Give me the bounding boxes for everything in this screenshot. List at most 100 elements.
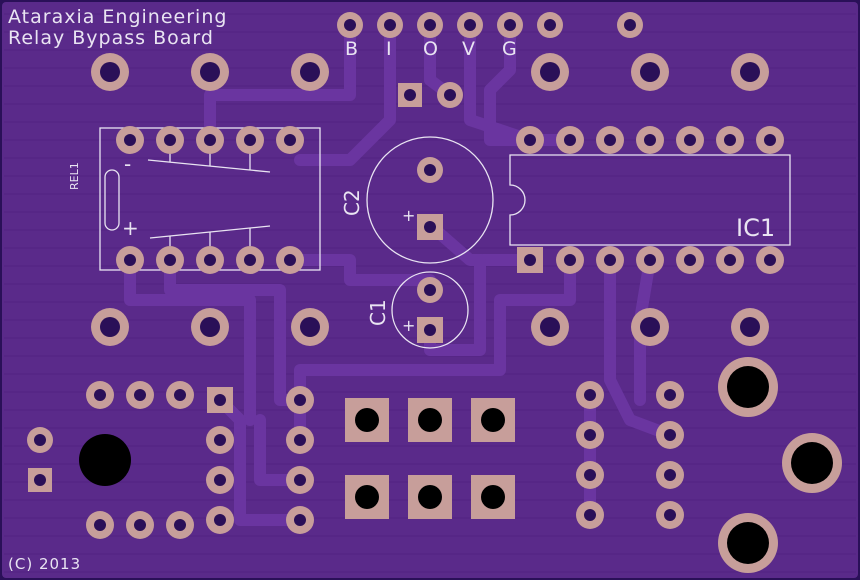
switch-pad-2-hole: [214, 434, 226, 446]
footswitch-pad-1-hole: [355, 408, 379, 432]
footswitch-pad-2-hole: [418, 408, 442, 432]
jack-pin-pad-4-hole: [294, 514, 306, 526]
ic1-pad-bottom-7-hole: [764, 254, 776, 266]
right-pad-b-4-hole: [664, 509, 676, 521]
jack-pad-top-1-hole: [100, 62, 120, 82]
header-pad-1-hole: [344, 19, 356, 31]
power-jack-pad-1-hole: [727, 366, 769, 408]
ic1-pad-bottom-5-hole: [684, 254, 696, 266]
relay-pad-bottom-2-hole: [164, 254, 176, 266]
relay-plus-label: +: [122, 216, 139, 240]
power-jack-pad-3-hole: [727, 522, 769, 564]
relay-pad-bottom-1-hole: [124, 254, 136, 266]
footswitch-pad-3-hole: [481, 408, 505, 432]
ic1-outline: [509, 154, 791, 246]
relay-minus-label: -: [124, 152, 132, 176]
footswitch-pad-4-hole: [355, 485, 379, 509]
ic1-pad-1-hole: [524, 254, 536, 266]
relay-pad-top-4-hole: [244, 134, 256, 146]
header-pin-label-i: I: [386, 38, 392, 60]
copyright-label: (C) 2013: [8, 555, 82, 573]
relay-pad-top-1-hole: [124, 134, 136, 146]
jack-pad-top-6-hole: [740, 62, 760, 82]
relay-pad-bottom-5-hole: [284, 254, 296, 266]
jack-pad-mid-1-hole: [100, 317, 120, 337]
c1-pad-positive-hole: [424, 324, 436, 336]
right-pad-a-3-hole: [584, 469, 596, 481]
ic1-pad-bottom-6-hole: [724, 254, 736, 266]
header-pad-6-hole: [544, 19, 556, 31]
jack-pad-top-4-hole: [540, 62, 560, 82]
relay-pad-top-5-hole: [284, 134, 296, 146]
mounting-hole: [79, 434, 131, 486]
ic1-pad-top-6-hole: [724, 134, 736, 146]
switch-pad-4-hole: [214, 514, 226, 526]
right-pad-a-4-hole: [584, 509, 596, 521]
right-pad-a-1-hole: [584, 389, 596, 401]
board-title-line1: Ataraxia Engineering: [8, 6, 228, 28]
relay-pad-top-3-hole: [204, 134, 216, 146]
board-title-line2: Relay Bypass Board: [8, 27, 214, 49]
ic1-pad-bottom-3-hole: [604, 254, 616, 266]
power-jack-pad-2-hole: [791, 442, 833, 484]
jack-pad-top-5-hole: [640, 62, 660, 82]
c2-pad-negative-hole: [424, 164, 436, 176]
jack-pin-pad-2-hole: [294, 434, 306, 446]
jack-pin-pad-1-hole: [294, 394, 306, 406]
ic1-pad-bottom-4-hole: [644, 254, 656, 266]
right-pad-b-2-hole: [664, 429, 676, 441]
led-pad-round-hole: [444, 89, 456, 101]
c1-ref-label: C1: [366, 299, 390, 326]
header-pad-4-hole: [464, 19, 476, 31]
right-pad-b-3-hole: [664, 469, 676, 481]
ic1-pad-top-2-hole: [564, 134, 576, 146]
right-pad-b-1-hole: [664, 389, 676, 401]
jack-pad-top-2-hole: [200, 62, 220, 82]
footswitch-pad-6-hole: [481, 485, 505, 509]
switch-pad-bottom-2-hole: [134, 519, 146, 531]
jack-pin-pad-3-hole: [294, 474, 306, 486]
switch-pad-bottom-3-hole: [174, 519, 186, 531]
ic1-pad-bottom-2-hole: [564, 254, 576, 266]
c1-pad-negative-hole: [424, 284, 436, 296]
relay-ref-label: REL1: [68, 162, 81, 190]
relay-coil-symbol: [104, 169, 120, 231]
header-pad-7-hole: [624, 19, 636, 31]
ic1-ref-label: IC1: [736, 214, 776, 242]
header-pad-2-hole: [384, 19, 396, 31]
relay-pad-bottom-4-hole: [244, 254, 256, 266]
ic1-pad-top-4-hole: [644, 134, 656, 146]
switch-pad-top-2-hole: [134, 389, 146, 401]
jack-pad-top-3-hole: [300, 62, 320, 82]
dc-pad-round-hole: [34, 434, 46, 446]
jack-pad-mid-6-hole: [740, 317, 760, 337]
header-pin-label-o: O: [423, 38, 438, 60]
switch-pad-bottom-1-hole: [94, 519, 106, 531]
c2-outline: [366, 136, 494, 264]
relay-pad-top-2-hole: [164, 134, 176, 146]
ic1-pad-top-3-hole: [604, 134, 616, 146]
header-pad-3-hole: [424, 19, 436, 31]
ic1-pad-top-5-hole: [684, 134, 696, 146]
switch-pad-top-3-hole: [174, 389, 186, 401]
header-pad-5-hole: [504, 19, 516, 31]
jack-pad-mid-2-hole: [200, 317, 220, 337]
jack-pad-mid-5-hole: [640, 317, 660, 337]
header-pin-label-b: B: [345, 38, 359, 60]
switch-pad-square-hole: [214, 394, 226, 406]
c1-outline: [391, 271, 469, 349]
dc-pad-square-hole: [34, 474, 46, 486]
switch-pad-top-1-hole: [94, 389, 106, 401]
relay-pad-bottom-3-hole: [204, 254, 216, 266]
ic1-pad-top-1-hole: [524, 134, 536, 146]
jack-pad-mid-3-hole: [300, 317, 320, 337]
c2-pad-positive-hole: [424, 221, 436, 233]
switch-pad-3-hole: [214, 474, 226, 486]
header-pin-label-v: V: [462, 38, 475, 60]
footswitch-pad-5-hole: [418, 485, 442, 509]
header-pin-label-g: G: [502, 38, 517, 60]
c2-ref-label: C2: [340, 189, 364, 216]
c2-polarity-label: +: [402, 206, 416, 225]
pads: [27, 12, 842, 573]
